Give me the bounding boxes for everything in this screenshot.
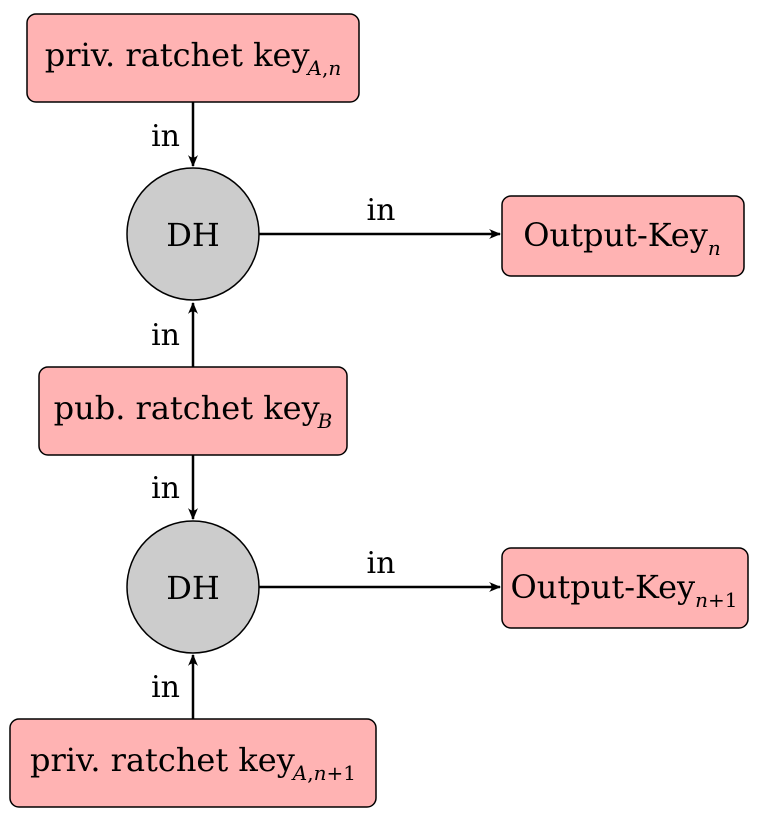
node-box <box>38 366 348 456</box>
edge-label-priv-n: in <box>151 119 180 154</box>
edge-label-output-n1: in <box>367 546 396 581</box>
node-label: Output-Keyn <box>523 216 720 260</box>
node-label: pub. ratchet keyB <box>54 389 333 433</box>
edge-label-output-n: in <box>367 193 396 228</box>
node-dh-1: DH <box>126 167 260 301</box>
dh-circle <box>126 167 260 301</box>
dh-label: DH <box>166 216 220 254</box>
edge-label-priv-n1: in <box>151 670 180 705</box>
edge-labels: in in in in in in <box>151 119 395 705</box>
node-output-key-n1: Output-Keyn+1 <box>501 547 749 629</box>
edge-label-pub-down: in <box>151 471 180 506</box>
node-box <box>501 195 745 277</box>
node-label: priv. ratchet keyA,n <box>45 36 341 80</box>
node-box <box>26 13 360 103</box>
node-pub-ratchet-key-b: pub. ratchet keyB <box>38 366 348 456</box>
edge-label-pub-up: in <box>151 318 180 353</box>
node-output-key-n: Output-Keyn <box>501 195 745 277</box>
dh-circle <box>126 520 260 654</box>
node-box <box>501 547 749 629</box>
edges <box>188 102 501 719</box>
node-dh-2: DH <box>126 520 260 654</box>
node-box <box>9 718 377 808</box>
dh-label: DH <box>166 569 220 607</box>
node-priv-ratchet-key-n1: priv. ratchet keyA,n+1 <box>9 718 377 808</box>
node-label: Output-Keyn+1 <box>511 568 738 612</box>
node-priv-ratchet-key-n: priv. ratchet keyA,n <box>26 13 360 103</box>
node-label: priv. ratchet keyA,n+1 <box>30 741 356 785</box>
